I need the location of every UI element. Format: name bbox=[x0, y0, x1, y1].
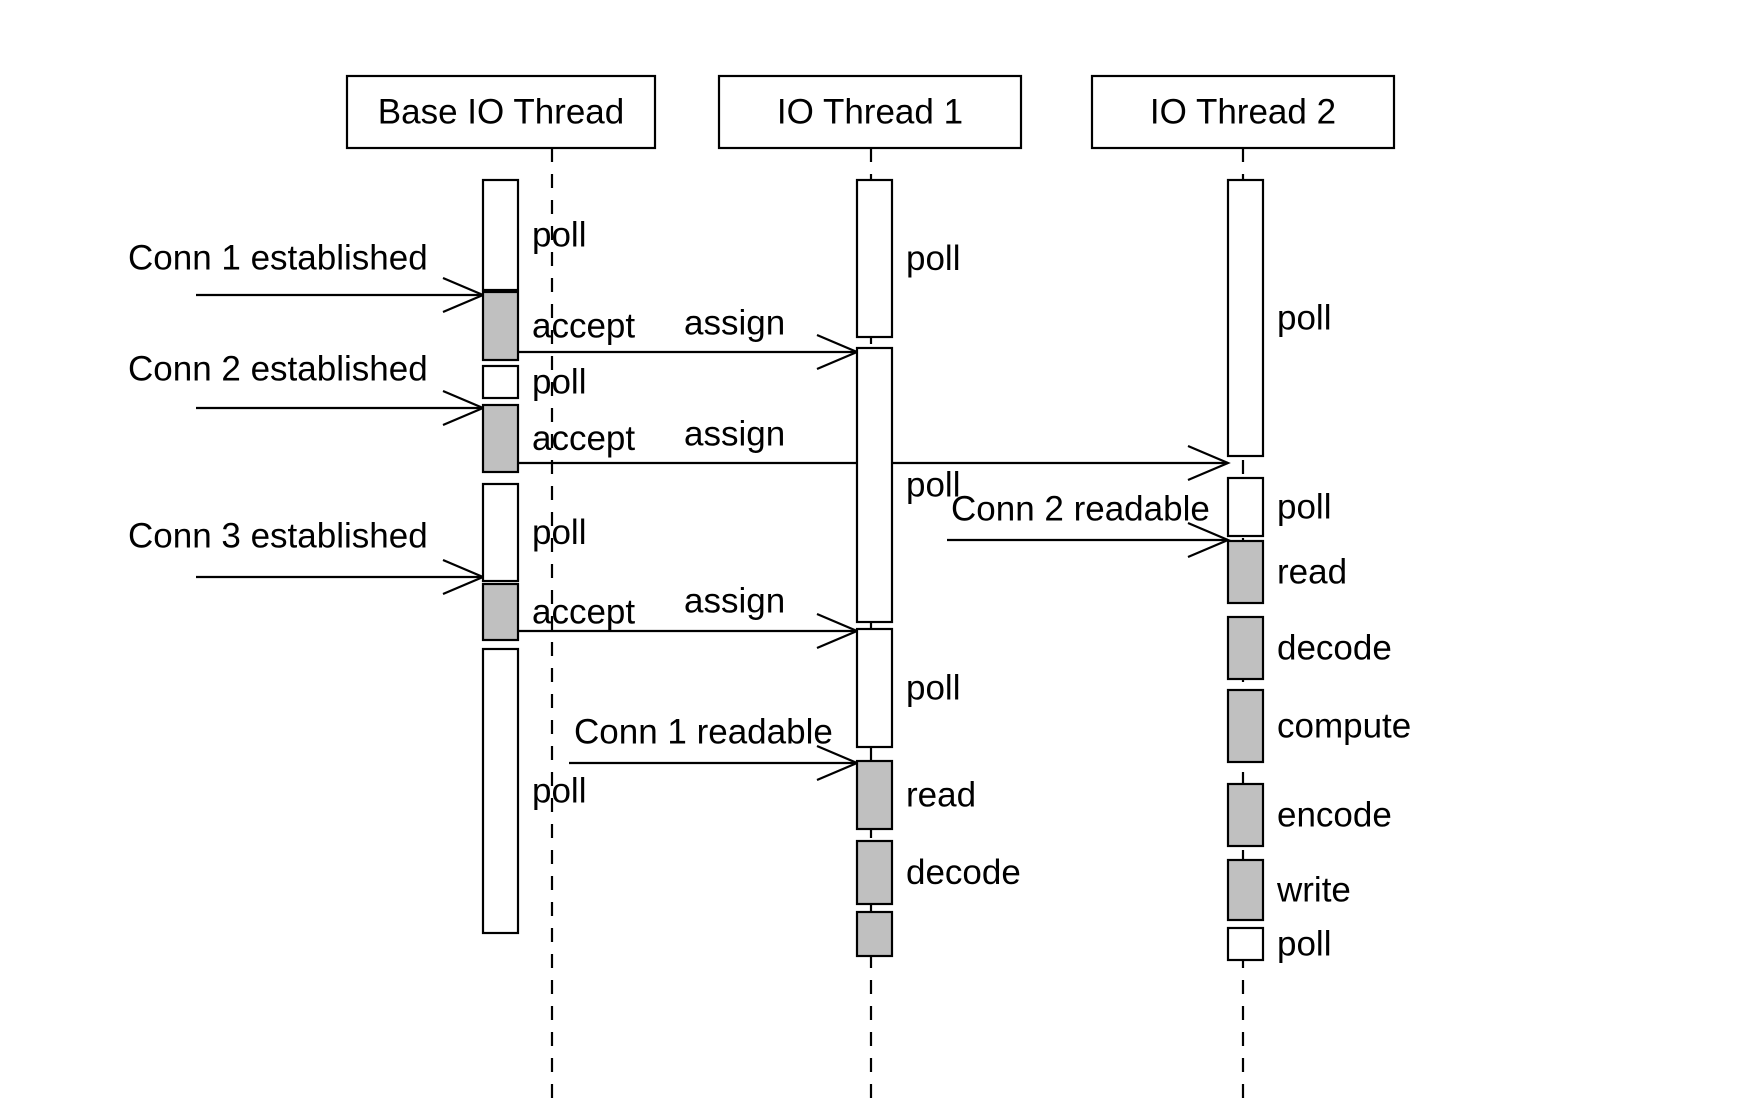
activation-label-base-poll-2: poll bbox=[532, 362, 586, 401]
activation-label-t2-poll-3: poll bbox=[1277, 924, 1331, 963]
activation-t2-poll-1[interactable] bbox=[1226, 178, 1265, 458]
lifeline-header-box-io-thread-2[interactable] bbox=[1090, 74, 1396, 150]
activation-label-t2-encode: encode bbox=[1277, 795, 1392, 834]
message-label-conn-2-established: Conn 2 established bbox=[128, 349, 428, 388]
lifeline-io-thread-1: IO Thread 1 bbox=[717, 74, 1023, 1106]
activations-layer bbox=[481, 178, 1265, 962]
message-conn-2-established bbox=[196, 389, 486, 427]
activation-base-poll-4[interactable] bbox=[481, 647, 520, 935]
message-conn-1-established bbox=[196, 276, 486, 314]
lifeline-title-io-thread-1: IO Thread 1 bbox=[777, 92, 963, 131]
activation-base-poll-2[interactable] bbox=[481, 364, 520, 400]
activation-label-base-poll-4: poll bbox=[532, 771, 586, 810]
activation-label-t2-read: read bbox=[1277, 552, 1347, 591]
activation-t2-write[interactable] bbox=[1226, 858, 1265, 922]
activation-base-poll-3[interactable] bbox=[481, 482, 520, 583]
activation-t1-decode[interactable] bbox=[855, 839, 894, 906]
activation-label-base-poll-3: poll bbox=[532, 513, 586, 552]
lifelines-layer: Base IO Thread IO Thread 1 IO Thread 2 bbox=[345, 74, 1396, 1106]
activation-t2-read[interactable] bbox=[1226, 539, 1265, 605]
message-label-conn-2-readable: Conn 2 readable bbox=[951, 489, 1210, 528]
message-label-conn-3-established: Conn 3 established bbox=[128, 516, 428, 555]
activation-t1-tail[interactable] bbox=[855, 910, 894, 958]
lifeline-base-io-thread: Base IO Thread bbox=[345, 74, 657, 1106]
activation-t2-decode[interactable] bbox=[1226, 615, 1265, 681]
activation-base-accept-1[interactable] bbox=[481, 290, 520, 362]
activation-label-base-poll-1: poll bbox=[532, 215, 586, 254]
activation-label-t1-poll-1: poll bbox=[906, 239, 960, 278]
activation-label-t2-poll-1: poll bbox=[1277, 298, 1331, 337]
activation-t1-poll-1[interactable] bbox=[855, 178, 894, 339]
activation-label-t1-read: read bbox=[906, 775, 976, 814]
message-label-assign-2: assign bbox=[684, 414, 785, 453]
lifeline-title-io-thread-2: IO Thread 2 bbox=[1150, 92, 1336, 131]
activation-base-accept-2[interactable] bbox=[481, 403, 520, 474]
activation-t2-compute[interactable] bbox=[1226, 688, 1265, 764]
lifeline-title-base-io-thread: Base IO Thread bbox=[378, 92, 624, 131]
activation-t2-poll-2[interactable] bbox=[1226, 476, 1265, 538]
message-arrowhead-assign-2 bbox=[1187, 444, 1231, 482]
activation-label-t1-decode: decode bbox=[906, 853, 1021, 892]
activation-label-t2-compute: compute bbox=[1277, 706, 1411, 745]
activation-t2-poll-3[interactable] bbox=[1226, 926, 1265, 962]
lifeline-header-box-io-thread-1[interactable] bbox=[717, 74, 1023, 150]
message-label-assign-3: assign bbox=[684, 581, 785, 620]
activation-t1-read[interactable] bbox=[855, 759, 894, 831]
activation-t2-encode[interactable] bbox=[1226, 782, 1265, 848]
activation-label-base-accept-3: accept bbox=[532, 592, 635, 631]
message-label-assign-1: assign bbox=[684, 303, 785, 342]
activation-label-t2-poll-2: poll bbox=[1277, 487, 1331, 526]
activation-base-poll-1[interactable] bbox=[481, 178, 520, 292]
activation-label-t2-write: write bbox=[1276, 870, 1351, 909]
lifeline-header-box-base-io-thread[interactable] bbox=[345, 74, 657, 150]
message-label-conn-1-readable: Conn 1 readable bbox=[574, 712, 833, 751]
activation-label-t1-poll-3: poll bbox=[906, 668, 960, 707]
activation-label-base-accept-1: accept bbox=[532, 306, 635, 345]
activation-label-t2-decode: decode bbox=[1277, 628, 1392, 667]
message-conn-3-established bbox=[196, 558, 486, 596]
activation-t1-poll-2[interactable] bbox=[855, 346, 894, 624]
activation-label-t1-poll-2: poll bbox=[906, 465, 960, 504]
activation-base-accept-3[interactable] bbox=[481, 582, 520, 642]
message-label-conn-1-established: Conn 1 established bbox=[128, 238, 428, 277]
activation-label-base-accept-2: accept bbox=[532, 419, 635, 458]
activation-t1-poll-3[interactable] bbox=[855, 627, 894, 749]
